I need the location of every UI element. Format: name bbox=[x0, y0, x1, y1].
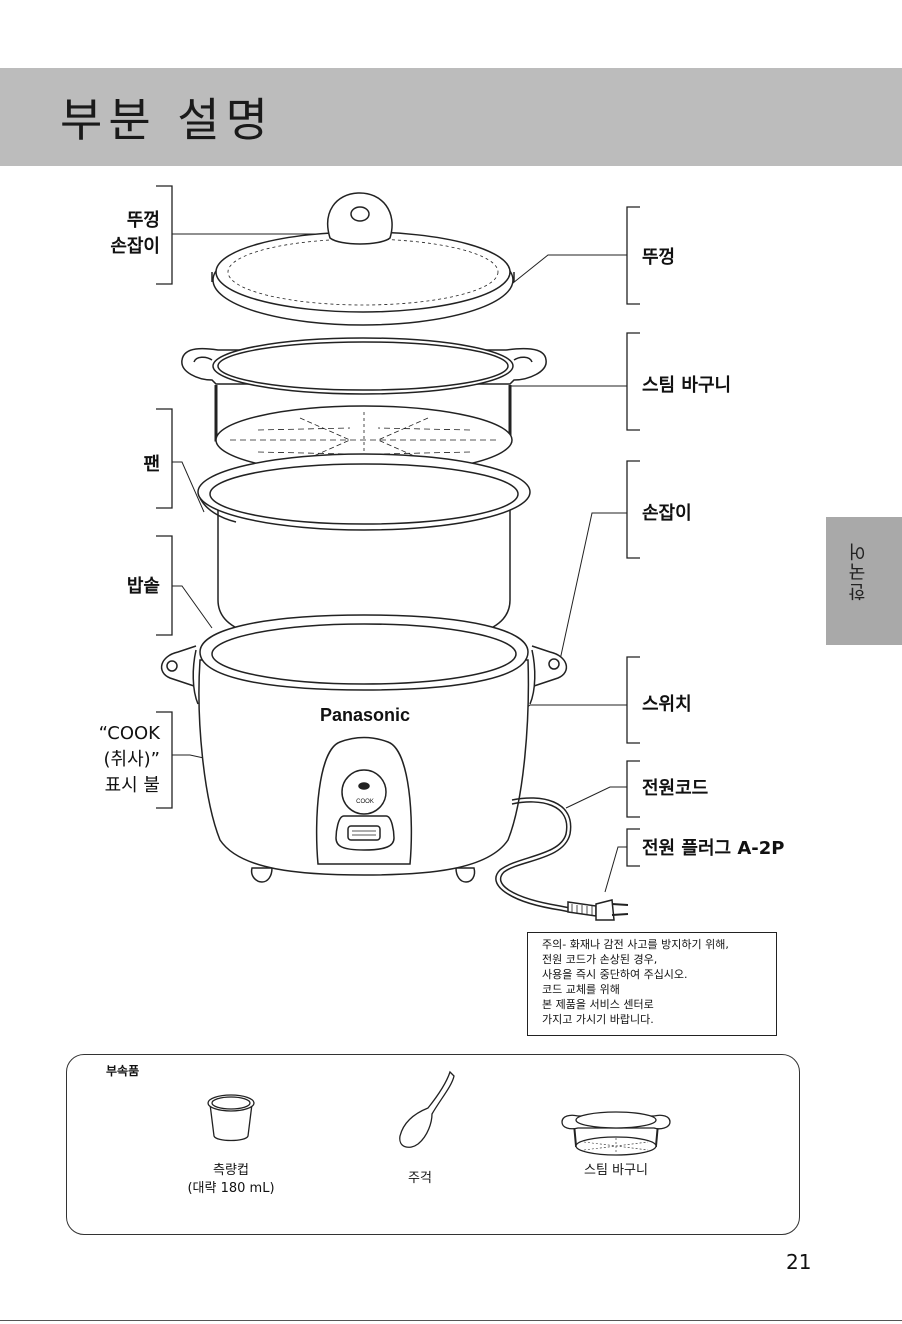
label-handle: 손잡이 bbox=[642, 501, 692, 527]
accessory-measuring-cup: 측량컵 (대략 180 mL) bbox=[156, 1162, 306, 1198]
warning-line: 전원 코드가 손상된 경우, bbox=[542, 952, 776, 967]
label-lid-handle: 뚜껑 손잡이 bbox=[90, 208, 160, 260]
cook-lamp-text: COOK bbox=[356, 799, 374, 805]
label-steam-basket: 스팀 바구니 bbox=[642, 373, 731, 399]
brand-logo: Panasonic bbox=[320, 705, 410, 725]
label-pan: 팬 bbox=[110, 452, 160, 478]
label-lid: 뚜껑 bbox=[642, 245, 675, 271]
accessory-steam-basket: 스팀 바구니 bbox=[556, 1162, 676, 1180]
accessories-box bbox=[66, 1054, 800, 1235]
accessory-measuring-cup-volume: (대략 180 mL) bbox=[156, 1180, 306, 1198]
warning-line: 코드 교체를 위해 bbox=[542, 982, 776, 997]
label-cook-lamp-line3: 표시 불 bbox=[60, 773, 160, 799]
label-switch: 스위치 bbox=[642, 692, 692, 718]
label-inner-pot: 밥솥 bbox=[90, 574, 160, 600]
warning-line: 사용을 즉시 중단하여 주십시오. bbox=[542, 967, 776, 982]
accessories-title: 부속품 bbox=[106, 1062, 139, 1079]
bottom-rule bbox=[0, 1320, 902, 1321]
warning-line: 주의- 화재나 감전 사고를 방지하기 위해, bbox=[542, 937, 776, 952]
accessory-measuring-cup-name: 측량컵 bbox=[156, 1162, 306, 1180]
label-lid-handle-line1: 뚜껑 bbox=[90, 208, 160, 234]
label-cook-lamp-line1: “COOK bbox=[60, 721, 160, 747]
lid-drawing bbox=[212, 193, 514, 325]
accessory-ladle: 주걱 bbox=[380, 1170, 460, 1188]
page-number: 21 bbox=[786, 1250, 811, 1274]
label-lid-handle-line2: 손잡이 bbox=[90, 234, 160, 260]
cooker-body-drawing bbox=[162, 615, 567, 882]
label-cook-lamp-line2: (취사)” bbox=[60, 747, 160, 773]
warning-line: 가지고 가시기 바랍니다. bbox=[542, 1012, 776, 1027]
label-power-cord: 전원코드 bbox=[642, 776, 708, 802]
warning-line: 본 제품을 서비스 센터로 bbox=[542, 997, 776, 1012]
label-cook-lamp: “COOK (취사)” 표시 불 bbox=[60, 721, 160, 799]
warning-box: 주의- 화재나 감전 사고를 방지하기 위해, 전원 코드가 손상된 경우, 사… bbox=[527, 932, 777, 1036]
label-power-plug: 전원 플러그 A-2P bbox=[642, 836, 784, 862]
